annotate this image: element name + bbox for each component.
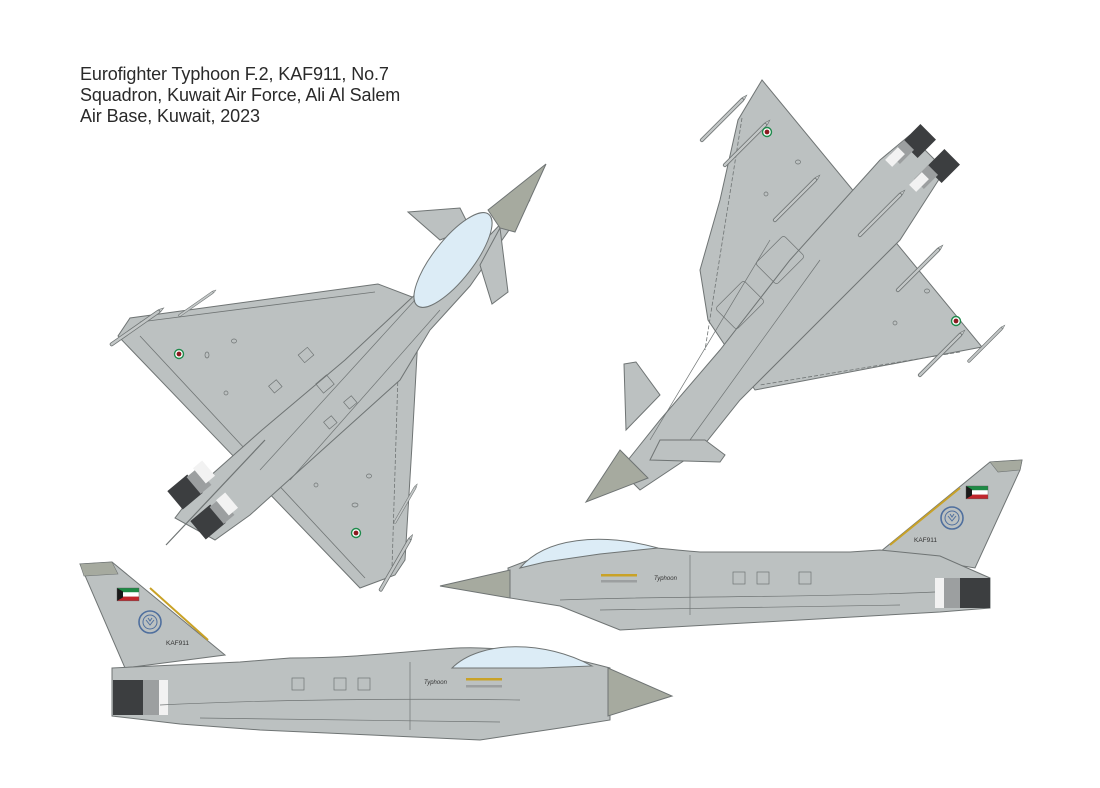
left-profile-radome — [607, 667, 674, 717]
roundel-icon — [173, 348, 185, 360]
right-profile: Typhoon KAF911 — [439, 459, 1023, 631]
right-profile-typhoon-marking: Typhoon — [654, 576, 678, 582]
left-profile-canopy — [450, 646, 594, 669]
left-profile-typhoon-marking: Typhoon — [424, 680, 448, 686]
right-profile-nozzle — [960, 578, 990, 608]
top-view-canopy — [413, 212, 493, 308]
top-view — [109, 163, 547, 593]
right-profile-radome — [439, 569, 511, 599]
profile-caption: Eurofighter Typhoon F.2, KAF911, No.7 Sq… — [80, 64, 400, 127]
left-profile: Typhoon KAF911 — [79, 561, 674, 741]
bottom-view-radome — [584, 449, 649, 504]
kuwait-flag-icon — [965, 485, 989, 500]
top-view-engine-nozzles — [167, 460, 239, 540]
left-profile-tail-code: KAF911 — [166, 640, 189, 647]
left-profile-nozzle — [113, 680, 143, 715]
caption-line-1: Eurofighter Typhoon F.2, KAF911, No.7 — [80, 64, 389, 84]
right-profile-canopy — [518, 538, 659, 569]
top-view-canard-right — [479, 226, 509, 305]
right-profile-fuselage — [507, 544, 991, 631]
kuwait-flag-icon — [116, 587, 140, 602]
bottom-view-canard-left — [623, 361, 661, 432]
roundel-icon — [950, 315, 962, 327]
roundel-icon — [761, 126, 773, 138]
roundel-icon — [350, 527, 362, 539]
bottom-view-engine-nozzles — [885, 124, 960, 192]
bottom-view — [584, 79, 1007, 504]
caption-line-3: Air Base, Kuwait, 2023 — [80, 106, 260, 126]
top-view-radome — [487, 163, 547, 233]
right-profile-tail-code: KAF911 — [914, 537, 937, 544]
caption-line-2: Squadron, Kuwait Air Force, Ali Al Salem — [80, 85, 401, 105]
bottom-view-canard-right — [649, 439, 726, 463]
